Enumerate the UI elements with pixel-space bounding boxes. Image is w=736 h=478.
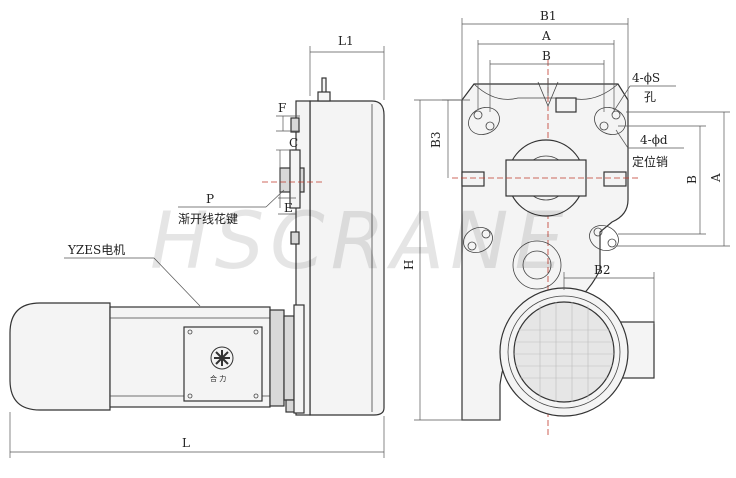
dim-A-top-label: A — [541, 29, 551, 43]
pin-label: 4-ϕd — [640, 133, 668, 147]
front-view: B1 A B B3 H B A B2 — [402, 9, 730, 436]
dim-B-top-label: B — [542, 49, 551, 63]
watermark: HSCRANE — [150, 197, 570, 287]
dim-B2-label: B2 — [594, 263, 610, 277]
mount-hole — [594, 107, 626, 135]
dim-H-label: H — [402, 260, 416, 270]
motor-end-cap — [9, 302, 111, 411]
dim-L-label: L — [182, 436, 190, 450]
dim-E-label: E — [284, 201, 293, 215]
motor-label: YZES电机 — [67, 243, 125, 257]
brand-logo: 合 力 — [210, 346, 234, 383]
dim-F-label: F — [278, 101, 286, 115]
spline-note: 渐开线花键 — [178, 211, 238, 226]
dim-A-right-label: A — [709, 173, 723, 183]
mount-hole — [468, 107, 500, 135]
motor-front-face — [499, 287, 655, 417]
dim-P-label: P — [206, 192, 214, 206]
pin-suffix: 定位销 — [632, 154, 668, 169]
dim-C-label: C — [289, 136, 298, 150]
mount-hole — [463, 227, 493, 253]
gearbox-housing — [309, 100, 385, 416]
mount-hole — [589, 225, 619, 251]
hole-suffix: 孔 — [644, 90, 656, 104]
side-view: 合 力 L1 F C P — [9, 34, 385, 458]
dim-B-right-label: B — [685, 175, 699, 184]
dim-B3-label: B3 — [429, 132, 443, 148]
hole-label: 4-ϕS — [632, 71, 660, 85]
dim-L1-label: L1 — [338, 34, 354, 48]
brand-mark-text: 合 力 — [210, 374, 226, 383]
dim-B1-label: B1 — [540, 9, 556, 23]
